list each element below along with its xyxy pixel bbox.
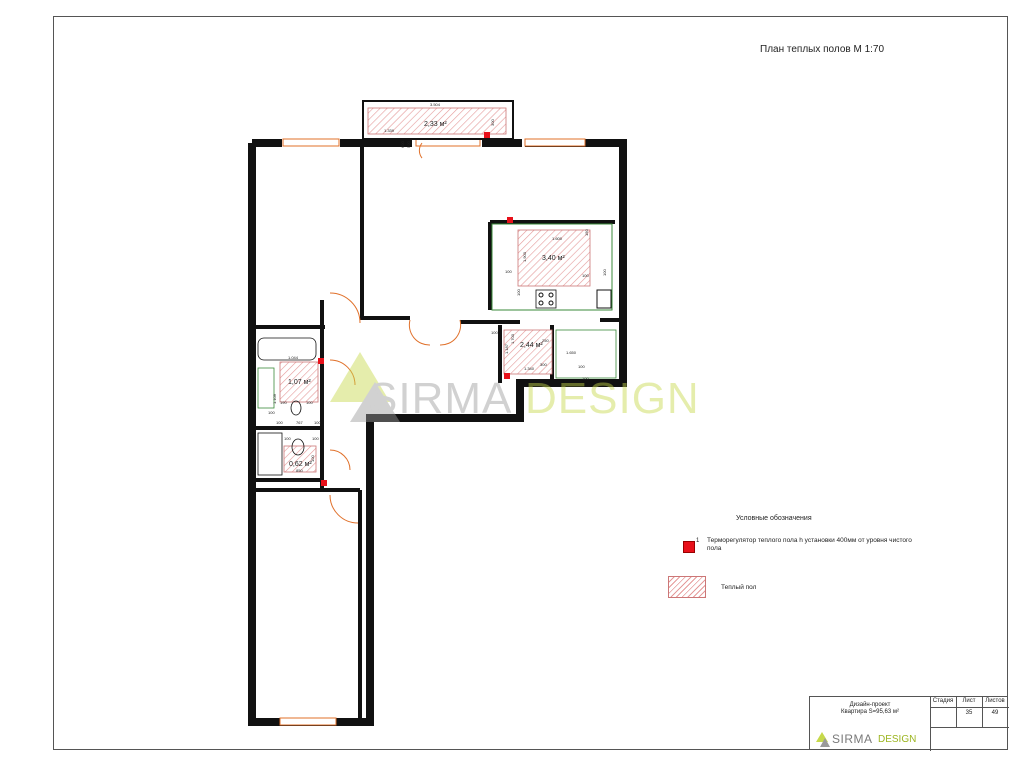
dim-bath-100c: 100 <box>276 420 283 425</box>
dim-balcony-600: 600 <box>400 141 405 148</box>
plan-title: План теплых полов М 1:70 <box>760 44 885 55</box>
dim-kitchen-100b: 100 <box>582 273 589 278</box>
brand-suffix: DESIGN <box>878 734 917 745</box>
dim-hall-250: 250 <box>542 338 549 343</box>
brand-name: SIRMA <box>832 732 873 746</box>
dim-bath-100a: 100 <box>306 400 313 405</box>
dim-kitchen-100a: 100 <box>505 269 512 274</box>
area-toilet: 0,62 м² <box>289 461 312 468</box>
watermark-brand: SIRMA <box>368 374 513 423</box>
dim-hall-100c: 100 <box>582 376 589 381</box>
warm-floor-legend-swatch <box>668 576 706 598</box>
dim-hall-1650: 1.650 <box>566 350 577 355</box>
dim-hall-1340: 1.340 <box>524 366 535 371</box>
sheet-frame <box>53 16 1008 750</box>
dim-balcony-length: 3.504 <box>430 102 441 107</box>
dim-wc-100b: 100 <box>312 436 319 441</box>
dim-wc-100c: 100 <box>310 455 315 462</box>
brand-logo-icon <box>816 732 830 747</box>
windows <box>279 138 586 726</box>
thermostat-legend-index: 1 <box>696 538 700 544</box>
warm-floor-legend-label: Теплый пол <box>721 584 757 591</box>
watermark: SIRMA DESIGN <box>320 342 750 432</box>
kitchen <box>491 217 613 311</box>
dim-balcony-width: 1.339 <box>384 128 395 133</box>
dim-hall-100a: 100 <box>491 330 498 335</box>
project-line1: Дизайн-проект <box>849 702 891 708</box>
dim-bath-1109: 1.109 <box>272 393 277 404</box>
thermostat-legend-swatch <box>683 541 695 553</box>
watermark-logo-icon <box>330 352 400 422</box>
dim-balcony-500: 500 <box>406 141 411 148</box>
sheets-header: Листов <box>985 698 1005 704</box>
dim-kitchen-1600: 1.600 <box>552 236 563 241</box>
stage-header: Стадия <box>932 698 954 704</box>
dim-bath-100d: 100 <box>314 420 321 425</box>
dim-kitchen-1900: 1.900 <box>522 251 527 262</box>
brand-logo: SIRMA DESIGN <box>814 730 930 748</box>
hall-bath <box>503 329 617 379</box>
sheet-value: 35 <box>965 710 973 716</box>
dim-wc-100a: 100 <box>284 436 291 441</box>
dim-hall-100b: 100 <box>578 364 585 369</box>
dim-kitchen-100d: 100 <box>602 269 607 276</box>
balcony <box>362 100 514 140</box>
sheets-value: 49 <box>991 710 999 716</box>
dim-hall-300: 300 <box>540 362 547 367</box>
dim-bath-190: 190 <box>280 400 287 405</box>
area-balcony: 2,33 м² <box>424 121 447 128</box>
area-hall: 2,44 м² <box>520 342 543 349</box>
dim-balcony-300: 300 <box>490 119 495 126</box>
thermostat-legend-label: Терморегулятор теплого пола h установки … <box>707 537 912 552</box>
dim-kitchen-150: 150 <box>584 229 589 236</box>
doors <box>329 142 462 524</box>
watermark-brand-suffix: DESIGN <box>525 374 700 423</box>
title-block: Дизайн-проект Квартира S=95,63 м² Стадия… <box>809 696 1009 751</box>
area-kitchen: 3,40 м² <box>542 255 565 262</box>
bathroom <box>257 337 324 416</box>
dim-bath-100b: 100 <box>268 410 275 415</box>
project-name: Дизайн-проект Квартира S=95,63 м² <box>810 702 930 716</box>
dim-hall-1187: 1.187 <box>504 343 509 354</box>
dim-kitchen-100c: 100 <box>516 289 521 296</box>
dim-bath-767: 767 <box>296 420 303 425</box>
legend-title: Условные обозначения <box>736 515 812 522</box>
dim-wc-850: 850 <box>296 468 303 473</box>
dim-hall-1700: 1.700 <box>510 333 515 344</box>
dim-bath-1044: 1.044 <box>288 355 299 360</box>
toilet <box>257 432 327 486</box>
sheet-header: Лист <box>962 698 976 704</box>
area-bathroom: 1,07 м² <box>288 379 311 386</box>
project-line2: Квартира S=95,63 м² <box>841 709 899 715</box>
